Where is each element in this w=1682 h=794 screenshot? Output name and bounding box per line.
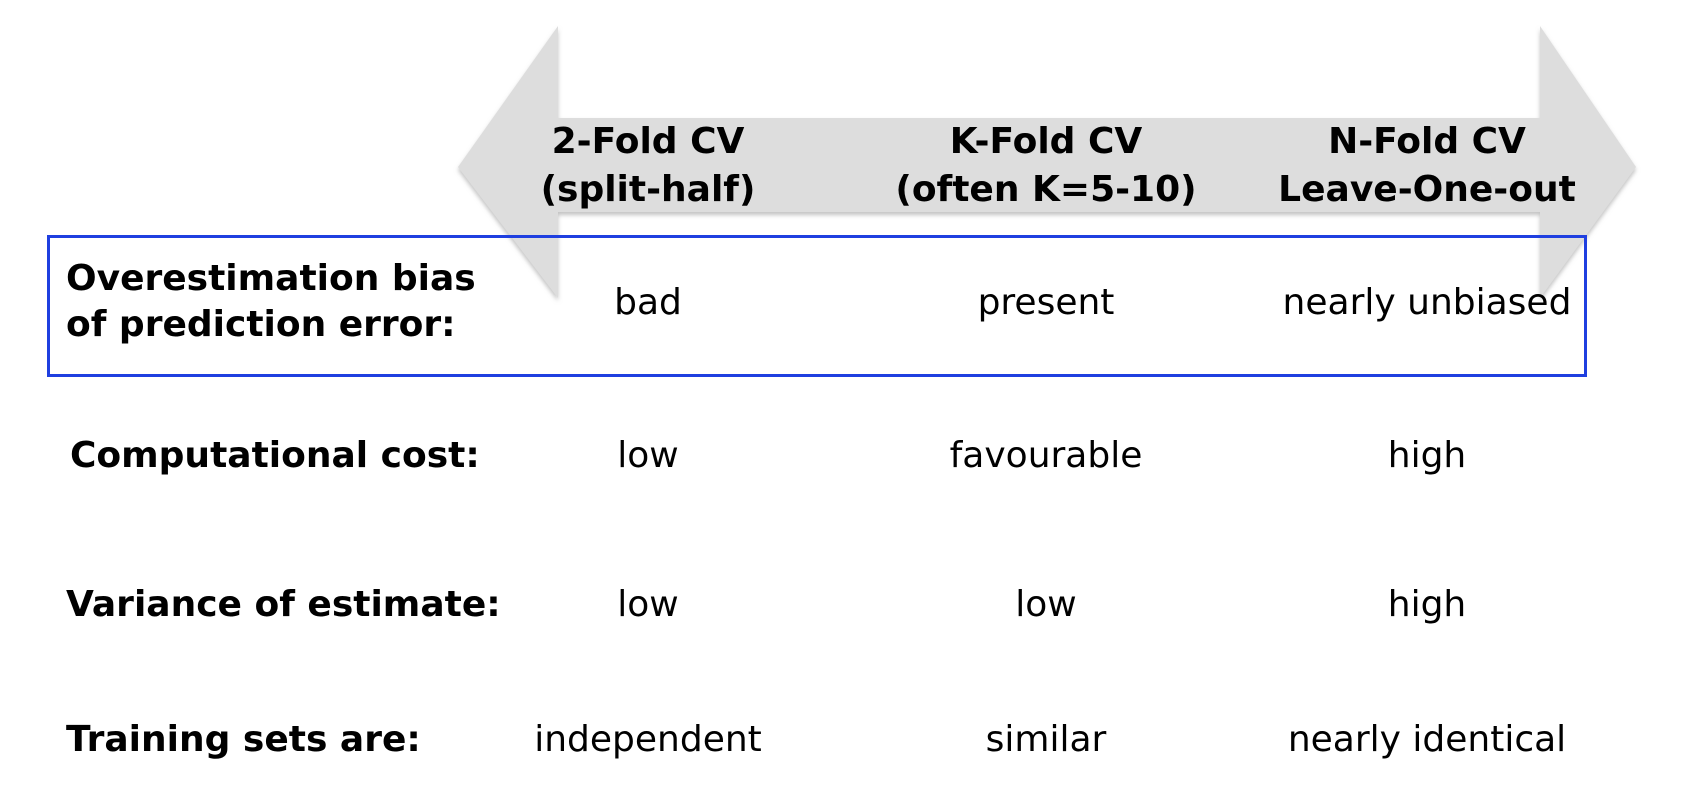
cell-variance-2-fold: low — [617, 584, 679, 625]
column-header-title: N-Fold CV — [1328, 121, 1526, 162]
double-arrow-shape — [458, 26, 1636, 298]
row-label-variance-of-estimate: Variance of estimate: — [66, 582, 501, 628]
cell-training-2-fold: independent — [534, 719, 762, 760]
cell-cost-2-fold: low — [617, 435, 679, 476]
cell-cost-k-fold: favourable — [949, 435, 1143, 476]
cell-overestimation-2-fold: bad — [614, 282, 682, 323]
row-label-overestimation-bias: Overestimation bias of prediction error: — [66, 256, 476, 348]
cell-cost-n-fold: high — [1387, 435, 1467, 476]
row-label-training-sets: Training sets are: — [66, 717, 421, 763]
column-header-subtitle: (often K=5-10) — [895, 169, 1197, 210]
row-label-line: Variance of estimate: — [66, 584, 501, 625]
column-header-2-fold: 2-Fold CV (split-half) — [458, 118, 838, 214]
cell-overestimation-k-fold: present — [977, 282, 1115, 323]
column-header-n-fold: N-Fold CV Leave-One-out — [1237, 118, 1617, 214]
cell-variance-k-fold: low — [1015, 584, 1077, 625]
row-label-line: Training sets are: — [66, 719, 421, 760]
row-label-line: Overestimation bias — [66, 258, 476, 299]
column-header-subtitle: Leave-One-out — [1278, 169, 1576, 210]
row-label-line: Computational cost: — [70, 435, 480, 476]
cell-overestimation-n-fold: nearly unbiased — [1282, 282, 1572, 323]
column-header-k-fold: K-Fold CV (often K=5-10) — [856, 118, 1236, 214]
column-header-subtitle: (split-half) — [540, 169, 756, 210]
cell-training-n-fold: nearly identical — [1287, 719, 1567, 760]
row-label-line: of prediction error: — [66, 304, 456, 345]
column-header-title: K-Fold CV — [949, 121, 1143, 162]
column-header-title: 2-Fold CV — [551, 121, 745, 162]
cell-training-k-fold: similar — [985, 719, 1107, 760]
row-label-computational-cost: Computational cost: — [70, 433, 480, 479]
cell-variance-n-fold: high — [1387, 584, 1467, 625]
highlight-box-overestimation — [47, 235, 1587, 377]
